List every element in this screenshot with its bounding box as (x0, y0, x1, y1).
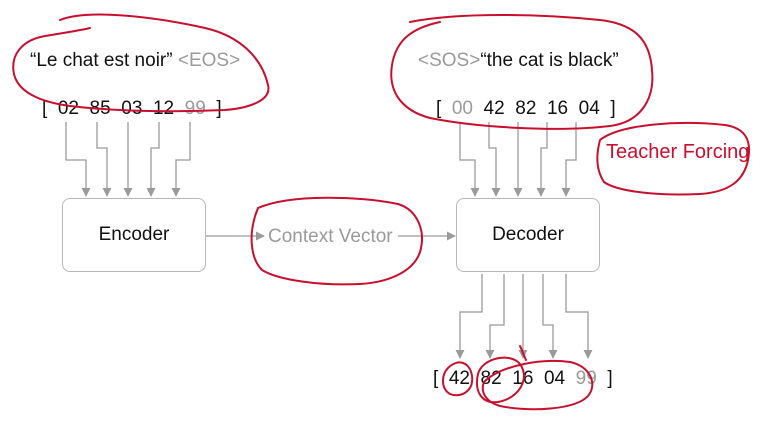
bracket-open: [ (42, 98, 48, 119)
source-token: 12 (152, 98, 175, 119)
decoder-output-arrow-1 (455, 274, 483, 359)
bracket-close: ] (216, 98, 222, 119)
output-ink-loop-1 (442, 361, 474, 397)
decoder-input-arrow-4 (536, 122, 548, 197)
encoder-input-arrow-5 (171, 122, 191, 197)
bracket-open: [ (436, 98, 442, 119)
output-ink-tick (519, 345, 527, 361)
encoder-input-arrow-1 (65, 122, 91, 197)
decoder-output-arrow-5 (565, 274, 593, 359)
decoder-input-arrow-2 (488, 122, 501, 197)
encoder-input-arrow-2 (96, 122, 112, 197)
output-ink-loop-2 (476, 356, 525, 404)
target-token-ids: [ 00 42 82 16 04 ] (436, 98, 616, 120)
source-sentence-line: “Le chat est noir” <EOS> (30, 50, 240, 72)
context-vector-ink (250, 196, 423, 286)
source-eos-id: 99 (184, 98, 206, 119)
bracket-close: ] (610, 98, 616, 119)
teacher-forcing-ink (596, 121, 750, 196)
decoder-box: Decoder (456, 198, 600, 272)
source-token: 02 (57, 98, 79, 119)
context-vector-label: Context Vector (268, 226, 393, 247)
eos-token: <EOS> (177, 50, 241, 71)
encoder-input-arrow-4 (146, 122, 160, 197)
output-token: 04 (543, 368, 566, 389)
output-token: 42 (448, 368, 470, 389)
output-token: 16 (512, 368, 534, 389)
decoder-input-arrow-1 (459, 122, 480, 197)
target-sos-id: 00 (451, 98, 473, 119)
target-token: 16 (546, 98, 569, 119)
target-token: 04 (578, 98, 600, 119)
encoder-box: Encoder (62, 198, 206, 272)
source-highlight-ink (12, 13, 270, 113)
source-token-ids: [ 02 85 03 12 99 ] (42, 98, 222, 120)
target-sentence: “the cat is black” (480, 50, 619, 71)
output-ink-loop-3 (481, 360, 594, 411)
bracket-open: [ (433, 368, 439, 389)
target-token: 42 (483, 98, 505, 119)
decoder-label: Decoder (492, 224, 564, 245)
target-sentence-line: <SOS>“the cat is black” (418, 50, 619, 72)
target-token: 82 (515, 98, 537, 119)
source-sentence: “Le chat est noir” (30, 50, 173, 71)
sos-token: <SOS> (418, 50, 481, 71)
encoder-label: Encoder (98, 224, 170, 245)
source-token: 03 (121, 98, 143, 119)
decoder-input-arrow-5 (561, 122, 577, 197)
target-highlight-ink (390, 14, 654, 130)
decoder-output-arrow-4 (542, 274, 558, 359)
teacher-forcing-label: Teacher Forcing (606, 141, 750, 163)
decoder-output-arrow-2 (485, 274, 505, 359)
bracket-close: ] (607, 368, 613, 389)
